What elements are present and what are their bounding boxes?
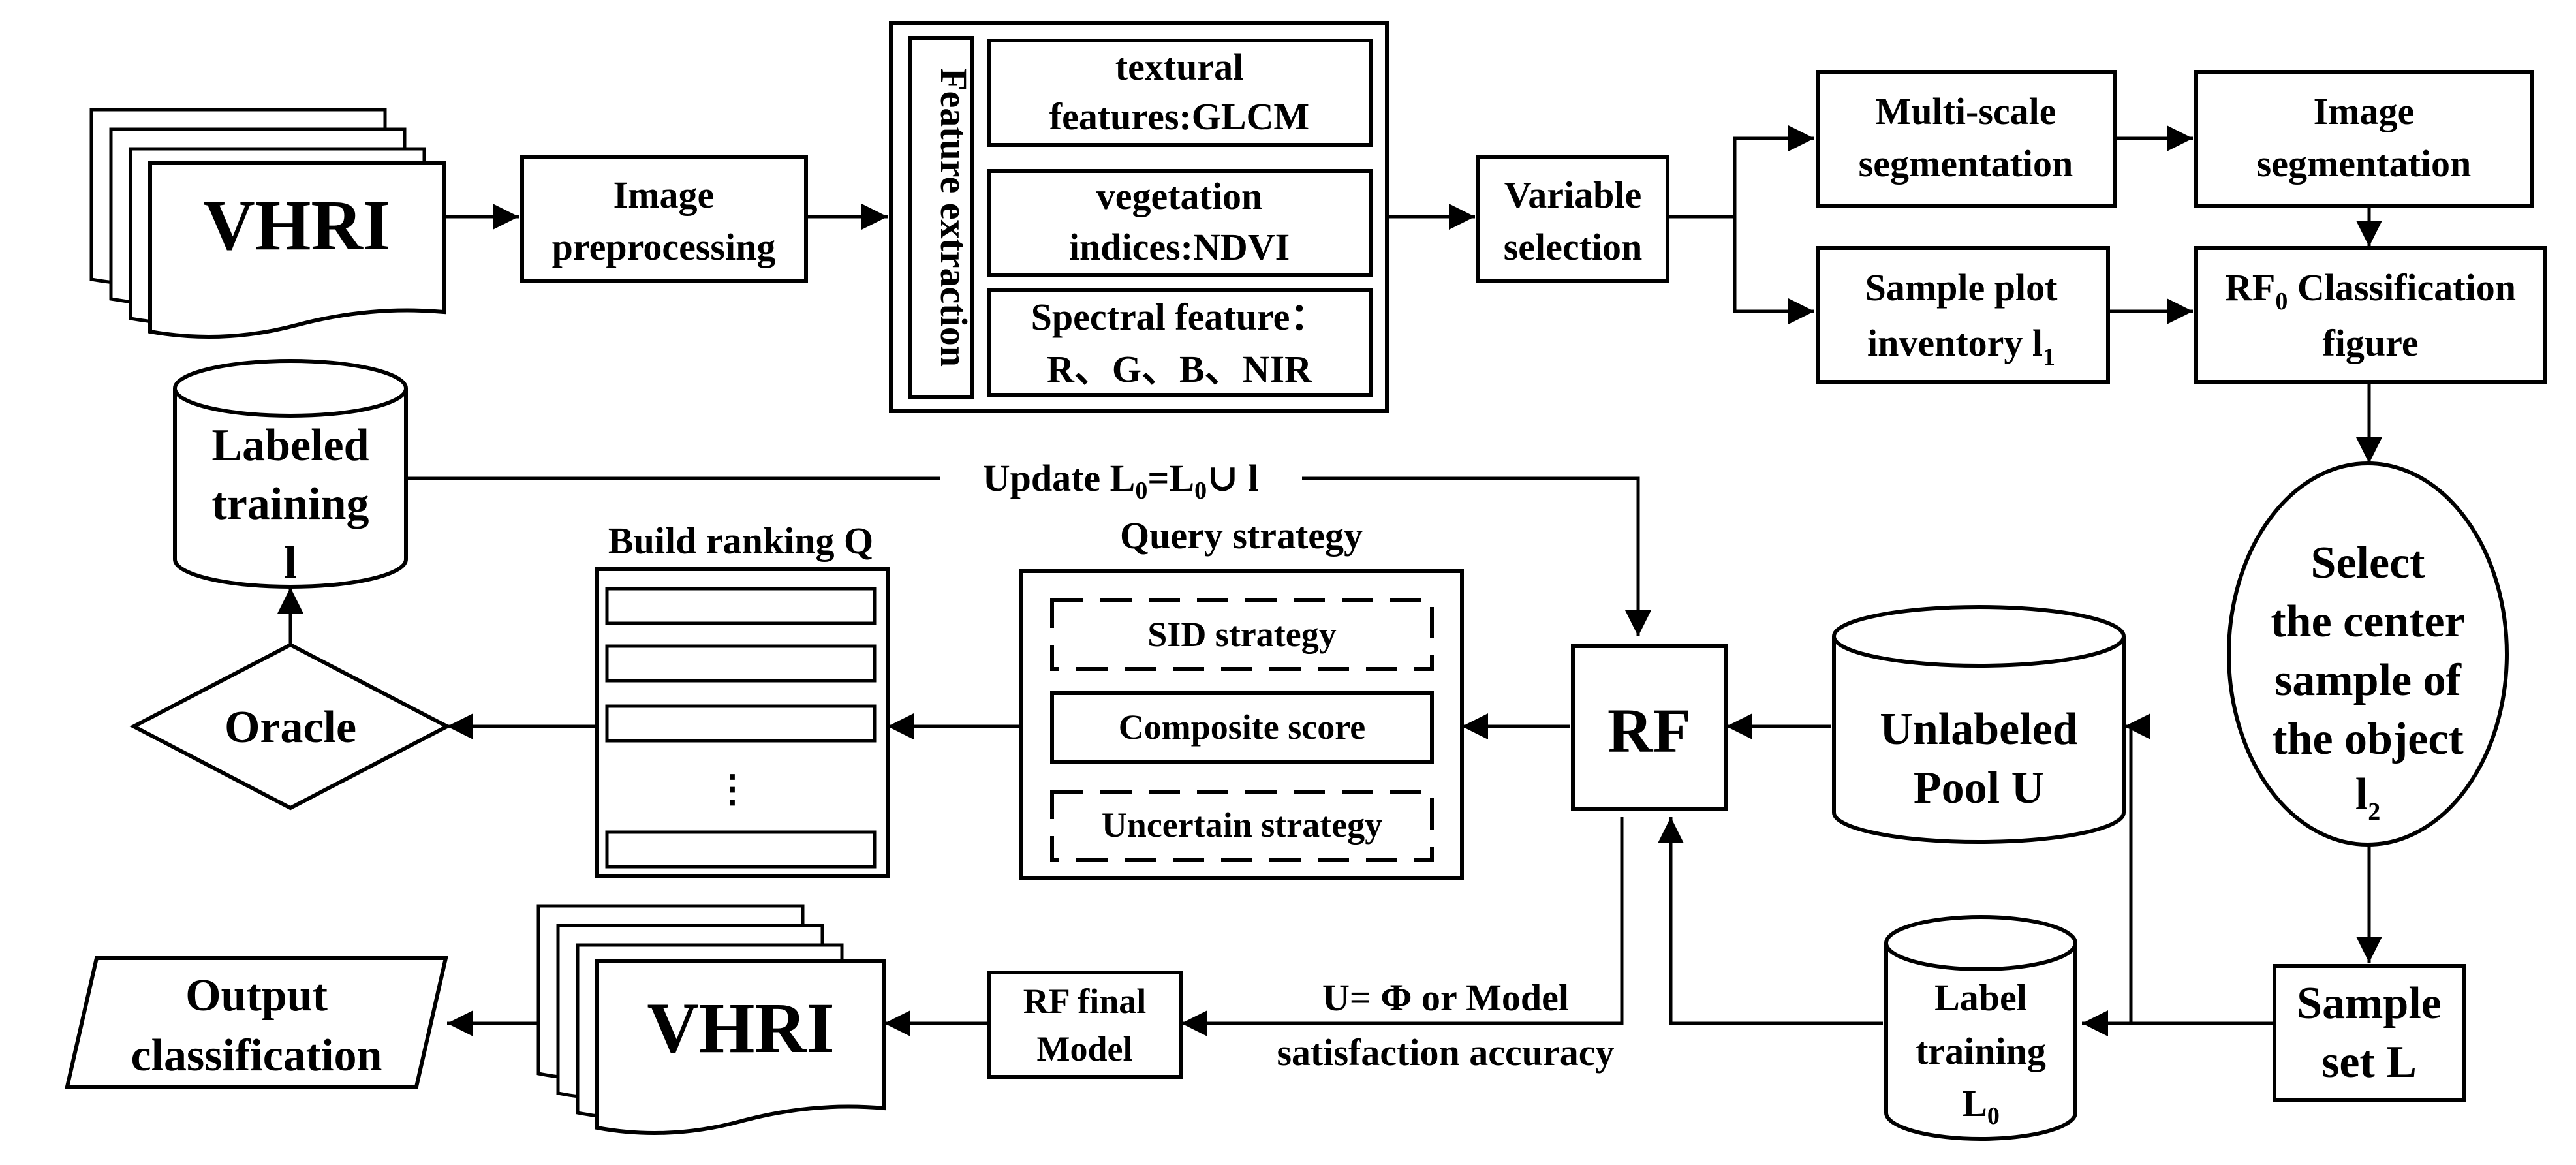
spectral-feature-box [987, 288, 1373, 397]
ranking-row-last [605, 830, 877, 869]
label-training-line3: L0 [1962, 1082, 2000, 1130]
select-center-line2: the center [2271, 597, 2464, 647]
edge-labeled-training-update-to-rf [403, 476, 1651, 636]
rf0-classification-line1: RF0 Classification [2225, 266, 2516, 315]
composite-score-box [1050, 691, 1434, 764]
ranking-row-3 [605, 704, 877, 743]
composite-score-label: Composite score [1119, 707, 1365, 747]
image-preprocessing-line1: Image [613, 174, 715, 216]
build-ranking-node: Build ranking Q ⋮ [595, 520, 890, 878]
rf-final-model-line1: RF final [1023, 982, 1147, 1021]
textural-features-line2: features:GLCM [1049, 95, 1309, 138]
edge-label-training-to-rf [1658, 817, 1883, 1025]
labeled-training-line1: Labeled [211, 420, 369, 471]
rf0-classification-line2: figure [2322, 322, 2418, 364]
feature-extraction-group: Feature extraction textural features:GLC… [889, 21, 1389, 413]
update-label: Update L0=L0∪ l [983, 457, 1259, 505]
output-classification-node: Output classification [65, 956, 448, 1089]
vegetation-indices-line2: indices:NDVI [1069, 226, 1290, 268]
ranking-row-1 [605, 587, 877, 625]
labeled-training-line3: l [284, 538, 296, 588]
vhri-output-label: VHRI [647, 988, 834, 1068]
vegetation-indices-box [987, 169, 1373, 277]
vhri-output-node: VHRI [536, 904, 886, 1135]
vegetation-indices-line1: vegetation [1096, 175, 1263, 217]
textural-features-box [987, 39, 1373, 147]
output-classification-line2: classification [131, 1031, 382, 1081]
label-training-line1: Label [1934, 976, 2027, 1019]
ranking-row-2 [605, 644, 877, 683]
vhri-input-node: VHRI [89, 108, 446, 339]
rf0-classification-node: RF0 Classification figure [2194, 246, 2547, 384]
image-segmentation-node: Image segmentation [2194, 70, 2534, 208]
rf-final-model-line2: Model [1037, 1029, 1133, 1068]
image-preprocessing-line2: preprocessing [552, 226, 776, 268]
edge-variable-selection-to-multiscale [1668, 125, 1814, 219]
label-training-node: Label training L0 [1884, 915, 2077, 1141]
rf-node: RF [1571, 644, 1728, 811]
sample-set-line2: set L [2321, 1037, 2417, 1087]
feature-extraction-label: Feature extraction [933, 68, 975, 367]
sid-strategy-label: SID strategy [1147, 615, 1336, 654]
edge-variable-selection-to-sample-plot [1733, 217, 1814, 324]
rf-final-model-node: RF final Model [987, 971, 1183, 1079]
sample-plot-line1: Sample plot [1865, 266, 2058, 309]
query-strategy-title: Query strategy [1120, 514, 1363, 557]
image-segmentation-line1: Image [2314, 90, 2415, 132]
label-training-line2: training [1916, 1030, 2046, 1072]
edge-sample-set-to-unlabeled-pool [2124, 713, 2274, 1025]
oracle-node: Oracle [129, 642, 452, 811]
rf-label: RF [1607, 696, 1691, 766]
vhri-input-label: VHRI [203, 185, 390, 265]
select-center-line4: the object [2272, 714, 2464, 764]
spectral-feature-line2: R、G、B、NIR [1047, 348, 1312, 390]
sid-strategy-box [1050, 598, 1434, 671]
select-center-line5: l2 [2355, 769, 2380, 826]
build-ranking-title: Build ranking Q [608, 520, 873, 562]
unlabeled-pool-node: Unlabeled Pool U [1832, 605, 2126, 844]
multiscale-segmentation-node: Multi-scale segmentation [1816, 70, 2117, 208]
unlabeled-pool-line1: Unlabeled [1880, 704, 2077, 754]
sample-set-line1: Sample [2297, 978, 2442, 1029]
select-center-line1: Select [2311, 538, 2425, 588]
variable-selection-line2: selection [1504, 226, 1643, 268]
query-strategy-node: Query strategy SID strategy Composite sc… [1019, 514, 1464, 880]
uncertain-strategy-box [1050, 790, 1434, 862]
sample-plot-line2: inventory l1 [1867, 322, 2055, 371]
output-classification-line1: Output [185, 971, 328, 1021]
variable-selection-node: Variable selection [1476, 155, 1669, 283]
sample-plot-inventory-node: Sample plot inventory l1 [1816, 246, 2110, 384]
variable-selection-line1: Variable [1504, 174, 1642, 216]
multiscale-segmentation-line1: Multi-scale [1875, 90, 2056, 132]
textural-features-line1: textural [1115, 46, 1244, 88]
labeled-training-line2: training [211, 479, 369, 529]
stop-condition-label: U= Φ or Model satisfaction accuracy [1277, 976, 1614, 1074]
edges [277, 125, 2382, 1036]
image-segmentation-line2: segmentation [2257, 142, 2472, 185]
select-center-line3: sample of [2274, 655, 2462, 706]
edge-rf-to-final-model [1181, 817, 1624, 1036]
uncertain-strategy-label: Uncertain strategy [1102, 805, 1382, 845]
labeled-training-node: Labeled training l [173, 359, 408, 589]
ranking-ellipsis: ⋮ [713, 768, 751, 810]
spectral-feature-line1: Spectral feature： [1031, 296, 1328, 338]
sample-set-node: Sample set L [2273, 964, 2466, 1102]
stop-condition-line1: U= Φ or Model [1322, 976, 1569, 1019]
multiscale-segmentation-line2: segmentation [1859, 142, 2073, 185]
stop-condition-line2: satisfaction accuracy [1277, 1031, 1614, 1074]
update-label-group: Update L0=L0∪ l [940, 457, 1302, 505]
unlabeled-pool-line2: Pool U [1914, 763, 2044, 813]
oracle-label: Oracle [225, 702, 356, 753]
image-preprocessing-node: Image preprocessing [520, 155, 808, 283]
select-center-sample-node: Select the center sample of the object l… [2227, 461, 2509, 847]
